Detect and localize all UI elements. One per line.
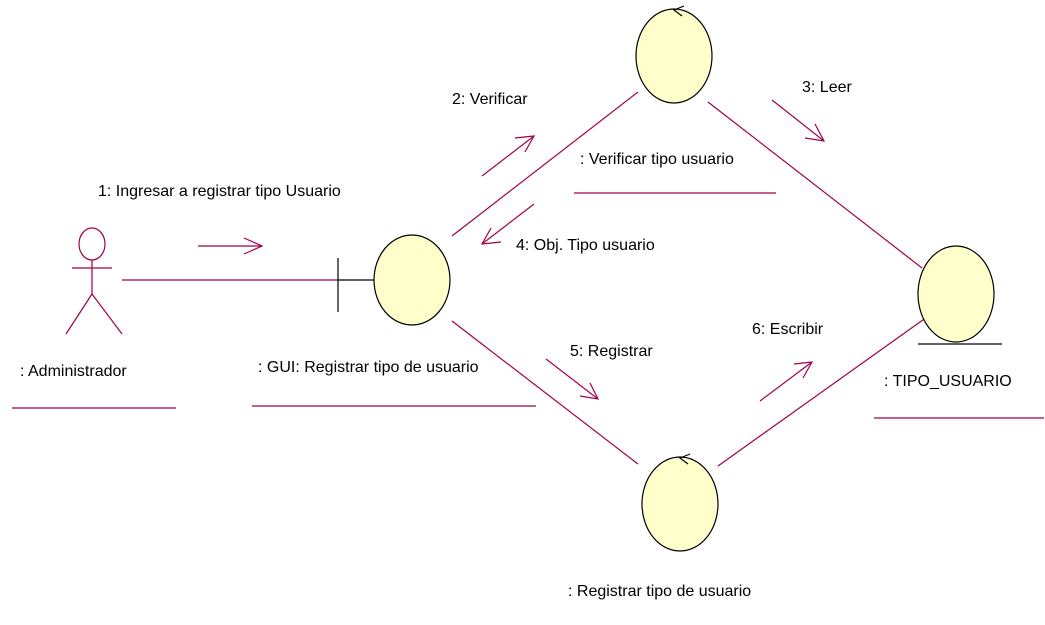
message-label-1: 1: Ingresar a registrar tipo Usuario (98, 183, 341, 200)
control-object-verificar (635, 5, 713, 104)
message-arrow-5 (545, 358, 600, 400)
actor-label-administrador: : Administrador (20, 363, 127, 380)
link-gui-registrar (451, 320, 639, 465)
object-label-verificar: : Verificar tipo usuario (580, 151, 734, 168)
message-arrow-4 (480, 203, 535, 245)
message-label-2: 2: Verificar (452, 91, 528, 108)
message-label-3: 3: Leer (802, 79, 852, 96)
message-arrows (198, 99, 826, 402)
link-verificar-tipo-usuario (707, 101, 923, 269)
object-label-gui: : GUI: Registrar tipo de usuario (258, 359, 479, 376)
boundary-object-gui (337, 234, 451, 326)
message-label-4: 4: Obj. Tipo usuario (516, 237, 655, 254)
message-arrow-2 (481, 135, 536, 177)
entity-object-tipo-usuario (917, 245, 1002, 345)
name-underlines (12, 192, 1044, 419)
actor-administrador (65, 227, 123, 335)
message-arrow-3 (771, 99, 826, 142)
object-label-registrar: : Registrar tipo de usuario (568, 583, 751, 600)
link-gui-verificar (451, 91, 639, 237)
link-registrar-tipo-usuario (717, 311, 935, 467)
object-label-tipo-usuario: : TIPO_USUARIO (884, 373, 1012, 390)
message-arrow-1 (198, 237, 264, 255)
actor-head (78, 227, 106, 261)
message-arrow-6 (759, 361, 814, 402)
message-label-6: 6: Escribir (752, 321, 824, 338)
control-object-registrar (641, 453, 719, 552)
links (122, 91, 935, 467)
message-label-5: 5: Registrar (570, 343, 653, 360)
